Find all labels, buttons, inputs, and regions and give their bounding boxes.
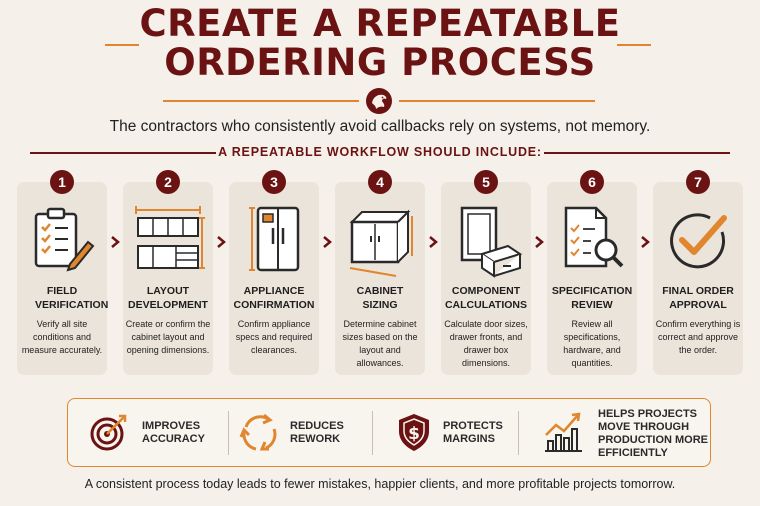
arrow-right-icon: [111, 236, 120, 248]
clipboard-checklist-icon: [22, 202, 102, 280]
benefit-divider: [372, 411, 373, 455]
eagle-emblem-icon: [366, 88, 392, 114]
benefit-label: HELPS PROJECTS MOVE THROUGH PRODUCTION M…: [598, 408, 708, 459]
step-description: Create or confirm the cabinet layout and…: [125, 319, 211, 355]
step-number-7: 7: [686, 170, 710, 194]
emblem-divider-right: [399, 100, 595, 102]
step-number-3: 3: [262, 170, 286, 194]
step-description: Determine cabinet sizes based on the lay…: [342, 319, 418, 368]
step-description: Review all specifications, hardware, and…: [563, 319, 621, 368]
step-card-4: CABINET SIZING Determine cabinet sizes b…: [335, 182, 425, 375]
subtitle: The contractors who consistently avoid c…: [109, 118, 651, 135]
arrow-right-icon: [323, 236, 332, 248]
benefit-label: REDUCES REWORK: [290, 420, 344, 445]
benefit-divider: [518, 411, 519, 455]
section-line-right: [544, 152, 730, 154]
step-number-4: 4: [368, 170, 392, 194]
step-card-6: SPECIFICATION REVIEW Review all specific…: [547, 182, 637, 375]
step-number-1: 1: [50, 170, 74, 194]
target-icon: [88, 411, 130, 453]
footer-text: A consistent process today leads to fewe…: [84, 477, 676, 491]
step-title: CABINET SIZING: [356, 285, 404, 311]
checkmark-circle-icon: [658, 202, 738, 280]
cabinet-box-icon: [340, 202, 420, 280]
growth-chart-icon: [542, 411, 584, 453]
arrow-right-icon: [535, 236, 544, 248]
step-number-5: 5: [474, 170, 498, 194]
benefits-panel: IMPROVES ACCURACY REDUCES REWORK $ PROTE…: [67, 398, 711, 467]
step-description: Confirm everything is correct and approv…: [655, 319, 741, 355]
section-title: A REPEATABLE WORKFLOW SHOULD INCLUDE:: [218, 145, 542, 159]
step-card-5: COMPONENT CALCULATIONS Calculate door si…: [441, 182, 531, 375]
document-magnifier-icon: [552, 202, 632, 280]
cabinet-layout-icon: [128, 202, 208, 280]
step-description: Calculate door sizes, drawer fronts, and…: [444, 319, 528, 368]
step-card-1: FIELD VERIFICATION Verify all site condi…: [17, 182, 109, 375]
page-title-line-2: ORDERING PROCESS: [164, 41, 596, 84]
benefit-label: PROTECTS MARGINS: [443, 420, 503, 445]
refrigerator-icon: [234, 202, 314, 280]
section-line-left: [30, 152, 216, 154]
benefit-label: IMPROVES ACCURACY: [142, 420, 205, 445]
step-card-7: FINAL ORDER APPROVAL Confirm everything …: [653, 182, 743, 375]
step-title: SPECIFICATION REVIEW: [551, 285, 633, 311]
benefit-divider: [228, 411, 229, 455]
page-title-line-1: CREATE A REPEATABLE: [139, 2, 621, 45]
cycle-arrows-icon: [238, 411, 280, 453]
step-description: Confirm appliance specs and required cle…: [235, 319, 313, 355]
step-card-3: APPLIANCE CONFIRMATION Confirm appliance…: [229, 182, 319, 375]
step-title: FINAL ORDER APPROVAL: [662, 285, 734, 311]
step-title: LAYOUT DEVELOPMENT: [128, 285, 208, 311]
arrow-right-icon: [217, 236, 226, 248]
arrow-right-icon: [641, 236, 650, 248]
step-title: APPLIANCE CONFIRMATION: [233, 285, 315, 311]
title-dash-right: [617, 44, 651, 46]
svg-text:$: $: [408, 424, 420, 444]
arrow-right-icon: [429, 236, 438, 248]
step-description: Verify all site conditions and measure a…: [21, 319, 103, 355]
step-card-2: LAYOUT DEVELOPMENT Create or confirm the…: [123, 182, 213, 375]
dollar-shield-icon: $: [393, 411, 435, 453]
step-title: FIELD VERIFICATION: [35, 285, 109, 311]
emblem-divider-left: [163, 100, 359, 102]
step-number-6: 6: [580, 170, 604, 194]
title-dash-left: [105, 44, 139, 46]
step-title: COMPONENT CALCULATIONS: [444, 285, 528, 311]
step-number-2: 2: [156, 170, 180, 194]
door-drawer-icon: [446, 202, 526, 280]
